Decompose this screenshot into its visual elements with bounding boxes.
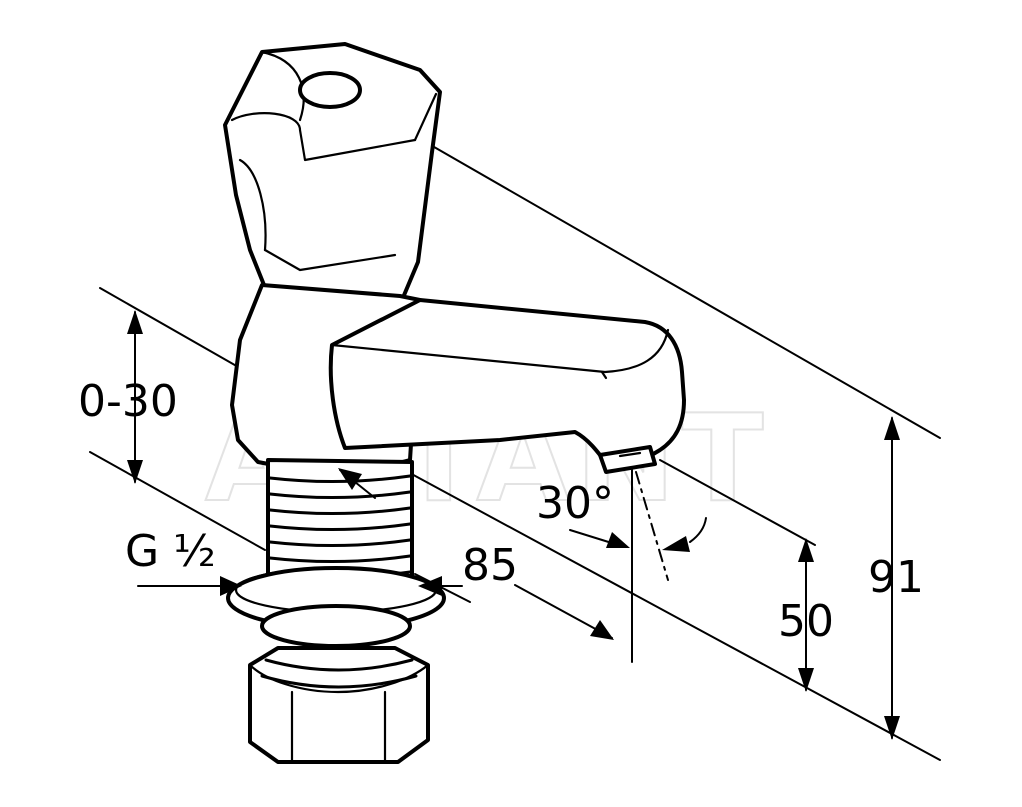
handle-cap bbox=[298, 71, 362, 109]
label-spout-height: 50 bbox=[778, 596, 834, 647]
label-thread: G ½ bbox=[125, 526, 216, 577]
dimension-angle: 30° bbox=[536, 469, 707, 663]
label-height-adjust: 0-30 bbox=[78, 376, 178, 427]
dimension-depth: 85 bbox=[338, 468, 614, 640]
hex-nut bbox=[248, 646, 430, 764]
aerator bbox=[598, 445, 657, 474]
dimension-spout-height: 50 bbox=[778, 538, 834, 692]
label-angle: 30° bbox=[536, 478, 614, 529]
dimension-height-adjust: 0-30 bbox=[78, 310, 178, 484]
dimension-thread: G ½ bbox=[125, 526, 463, 596]
label-depth: 85 bbox=[462, 540, 518, 591]
faucet bbox=[223, 42, 686, 764]
label-total-height: 91 bbox=[868, 552, 924, 603]
dimension-total-height: 91 bbox=[868, 416, 924, 740]
